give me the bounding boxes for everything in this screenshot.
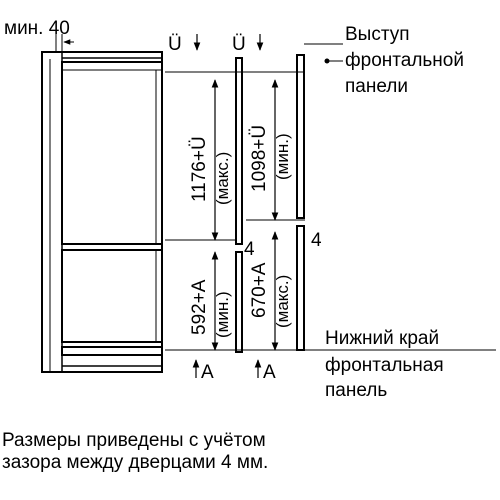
gap-mid-label: 4	[244, 239, 255, 260]
dimension-note-line1: Размеры приведены с учётом	[2, 430, 266, 451]
u-top-left-label: Ü	[168, 34, 182, 55]
callout-top-line2: фронтальной	[345, 50, 464, 71]
min-40-label: мин. 40	[4, 18, 70, 39]
callout-bottom-line2: фронтальная	[325, 355, 444, 376]
callout-top-line3: панели	[345, 76, 408, 97]
a-left-label: A	[201, 362, 214, 383]
callout-bottom-line1: Нижний край	[325, 328, 439, 349]
appliance-upper-compartment	[61, 61, 163, 245]
dimension-note: Размеры приведены с учётом зазора между …	[2, 430, 492, 474]
dim-1176-note: (макс.)	[213, 152, 232, 205]
door-panel-lower	[235, 251, 243, 353]
appliance-base	[61, 346, 163, 356]
front-panel-upper	[296, 54, 305, 219]
dim-1098-label: 1098+Ü	[249, 125, 270, 192]
dim-670-label: 670+A	[249, 262, 270, 318]
min-40-dimension	[55, 34, 74, 52]
dim-1098-note: (мин.)	[273, 133, 292, 180]
callout-top-leader	[304, 43, 343, 64]
dim-592-label: 592+A	[189, 279, 210, 335]
door-panel-upper	[235, 57, 243, 245]
dimension-note-line2: зазора между дверцами 4 мм.	[2, 452, 269, 473]
dim-592-note: (мин.)	[213, 291, 232, 338]
a-right-label: A	[263, 362, 276, 383]
callout-top-line1: Выступ	[345, 24, 410, 45]
appliance-lower-compartment	[61, 249, 163, 343]
dim-1176-label: 1176+Ü	[189, 136, 210, 202]
callout-bottom-line3: панель	[325, 380, 387, 401]
u-top-right-label: Ü	[232, 34, 246, 55]
front-panel-lower	[296, 225, 305, 351]
gap-right-label: 4	[311, 230, 322, 251]
appliance-body	[41, 51, 163, 373]
dim-670-note: (макс.)	[273, 275, 292, 328]
